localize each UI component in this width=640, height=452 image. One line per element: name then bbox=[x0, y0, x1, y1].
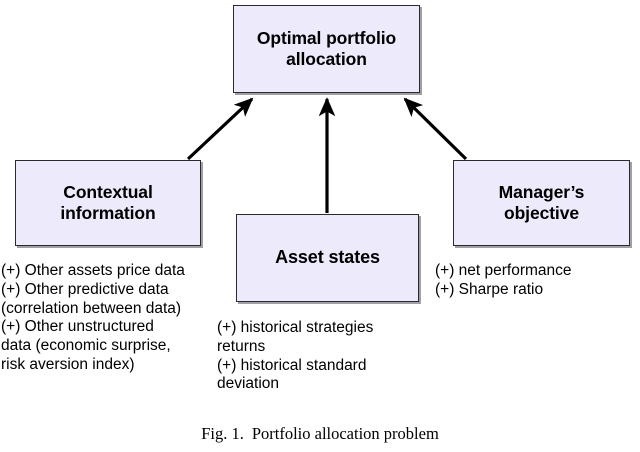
node-managers-objective-label: Manager’s objective bbox=[498, 182, 585, 223]
edge-manager-to-optimal bbox=[403, 97, 468, 161]
figure-caption-label: Fig. 1. bbox=[201, 424, 244, 443]
figure-caption-text: Portfolio allocation problem bbox=[251, 424, 439, 443]
annotation-asset-states: (+) historical strategies returns (+) hi… bbox=[217, 319, 374, 393]
node-optimal-portfolio-allocation: Optimal portfolio allocation bbox=[233, 5, 420, 93]
node-managers-objective: Manager’s objective bbox=[453, 160, 630, 246]
figure-caption: Fig. 1. Portfolio allocation problem bbox=[0, 424, 640, 444]
annotation-contextual-information: (+) Other assets price data (+) Other pr… bbox=[1, 262, 185, 374]
annotation-managers-objective: (+) net performance (+) Sharpe ratio bbox=[435, 262, 572, 298]
node-contextual-information-label: Contextual information bbox=[60, 182, 156, 223]
node-asset-states-label: Asset states bbox=[275, 247, 380, 268]
edge-contextual-to-optimal bbox=[186, 97, 254, 161]
node-contextual-information: Contextual information bbox=[15, 160, 201, 246]
node-optimal-portfolio-allocation-label: Optimal portfolio allocation bbox=[256, 28, 397, 69]
node-asset-states: Asset states bbox=[236, 214, 419, 302]
